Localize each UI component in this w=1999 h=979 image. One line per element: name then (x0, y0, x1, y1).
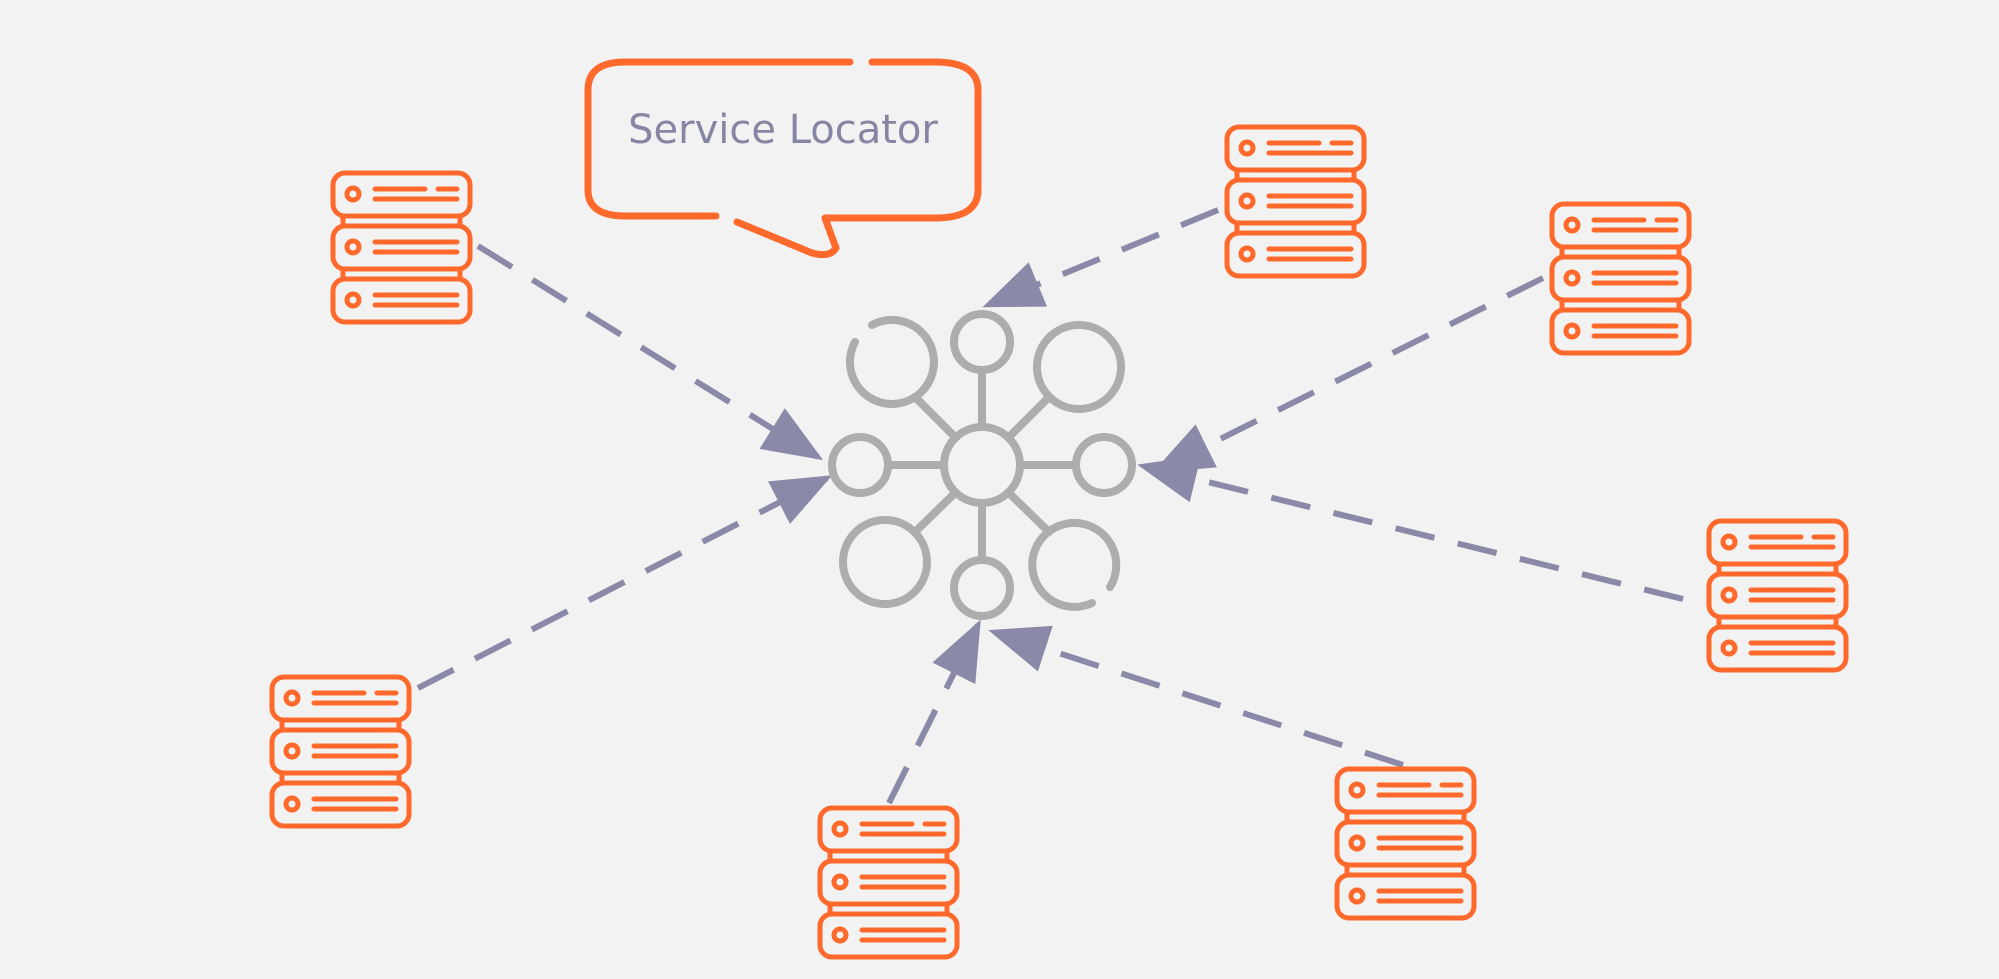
server-6-icon (820, 808, 957, 957)
arrow-server-7 (416, 475, 833, 691)
arrow-server-5 (988, 625, 1404, 768)
server-1-icon (333, 173, 470, 322)
arrow-server-4 (1137, 455, 1684, 602)
speech-bubble: Service Locator (584, 58, 982, 259)
server-3-icon (1552, 204, 1689, 353)
arrow-server-2 (982, 207, 1220, 308)
arrows (416, 207, 1684, 805)
server-7-icon (272, 677, 409, 826)
arrow-server-6 (886, 619, 981, 805)
server-2-icon (1227, 127, 1364, 276)
server-5-icon (1337, 769, 1474, 918)
arrow-server-1 (476, 243, 824, 461)
bubble-title: Service Locator (628, 107, 938, 153)
service-locator-hub-icon (828, 310, 1136, 620)
server-4-icon (1709, 521, 1846, 670)
arrow-server-3 (1152, 275, 1545, 473)
